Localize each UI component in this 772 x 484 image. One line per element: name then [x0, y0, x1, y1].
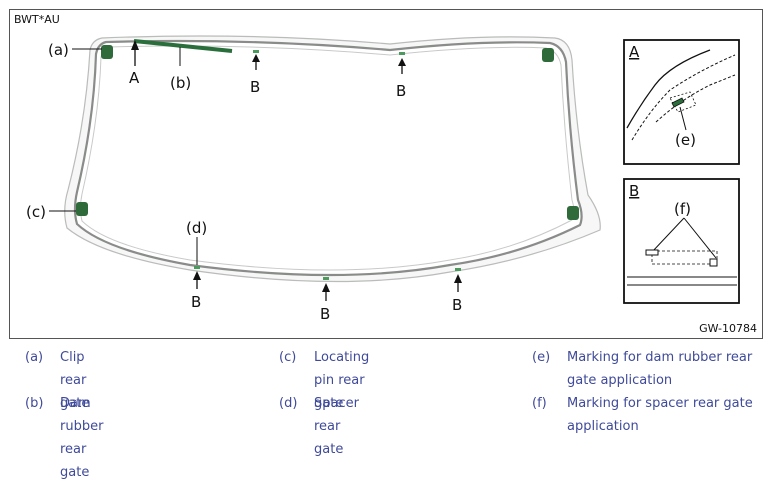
legend-key: (c) [279, 350, 297, 365]
legend-item-f: (f) Marking for spacer rear gate applica… [532, 392, 767, 438]
clip-top-right [542, 48, 554, 62]
detail-B: B (f) [623, 178, 740, 304]
legend-key: (f) [532, 396, 547, 411]
legend-key: (b) [25, 396, 44, 411]
legend-key: (a) [25, 350, 44, 365]
legend-text: Locating pin rear gate [314, 350, 370, 411]
locating-pin-right [567, 206, 579, 220]
label-B-bottom-2: B [320, 305, 330, 323]
spacer-top-1 [253, 50, 259, 53]
glass-inner-frame [73, 39, 583, 277]
label-e: (e) [675, 131, 696, 149]
legend-text-line1: Marking for dam rubber rear [567, 350, 753, 365]
arrow-B-top-2 [398, 58, 406, 74]
label-a: (a) [48, 41, 69, 59]
arrow-B-bottom-3 [454, 274, 462, 292]
legend-text-line2: gate application [567, 373, 673, 388]
label-B-bottom-3: B [452, 296, 462, 314]
dam-rubber-strip [133, 39, 233, 53]
arrow-B-bottom-1 [193, 271, 201, 289]
legend: (a) Clip rear gate (b) Dam rubber rear g… [0, 340, 772, 480]
legend-text-line1: Marking for spacer rear gate [567, 396, 753, 411]
detail-A: A (e) [623, 39, 740, 165]
spacer-bottom-1 [194, 266, 200, 269]
clip-top-left [101, 45, 113, 59]
label-B-top-2: B [396, 82, 406, 100]
legend-text: Clip rear gate [60, 350, 90, 411]
detail-A-title: A [629, 43, 640, 61]
legend-text: Dam rubber rear gate [60, 396, 104, 480]
label-A-arrow: A [129, 69, 140, 87]
legend-key: (d) [279, 396, 298, 411]
label-B-bottom-1: B [191, 293, 201, 311]
label-d: (d) [186, 219, 207, 237]
legend-key: (e) [532, 350, 551, 365]
detail-B-title: B [629, 182, 639, 200]
legend-text: Spacer rear gate [314, 396, 359, 457]
diagram-figure: BWT*AU [9, 9, 763, 339]
label-b: (b) [170, 74, 191, 92]
arrow-A [131, 40, 139, 66]
arrow-B-bottom-2 [322, 283, 330, 301]
arrow-B-top-1 [252, 54, 260, 70]
label-f: (f) [674, 200, 691, 218]
spacer-bottom-2 [323, 277, 329, 280]
label-B-top-1: B [250, 78, 260, 96]
glass-diagram: (a) A (b) B B (c) (d) B B B A (e) B (f) [26, 35, 740, 323]
figure-code-bottom: GW-10784 [699, 322, 757, 335]
spacer-bottom-3 [455, 268, 461, 271]
label-c: (c) [26, 203, 46, 221]
legend-text-line2: application [567, 419, 639, 434]
legend-item-e: (e) Marking for dam rubber rear gate app… [532, 346, 767, 392]
figure-code-top: BWT*AU [14, 13, 60, 26]
locating-pin-left [76, 202, 88, 216]
spacer-top-2 [399, 52, 405, 55]
glass-inner-line [80, 45, 575, 271]
